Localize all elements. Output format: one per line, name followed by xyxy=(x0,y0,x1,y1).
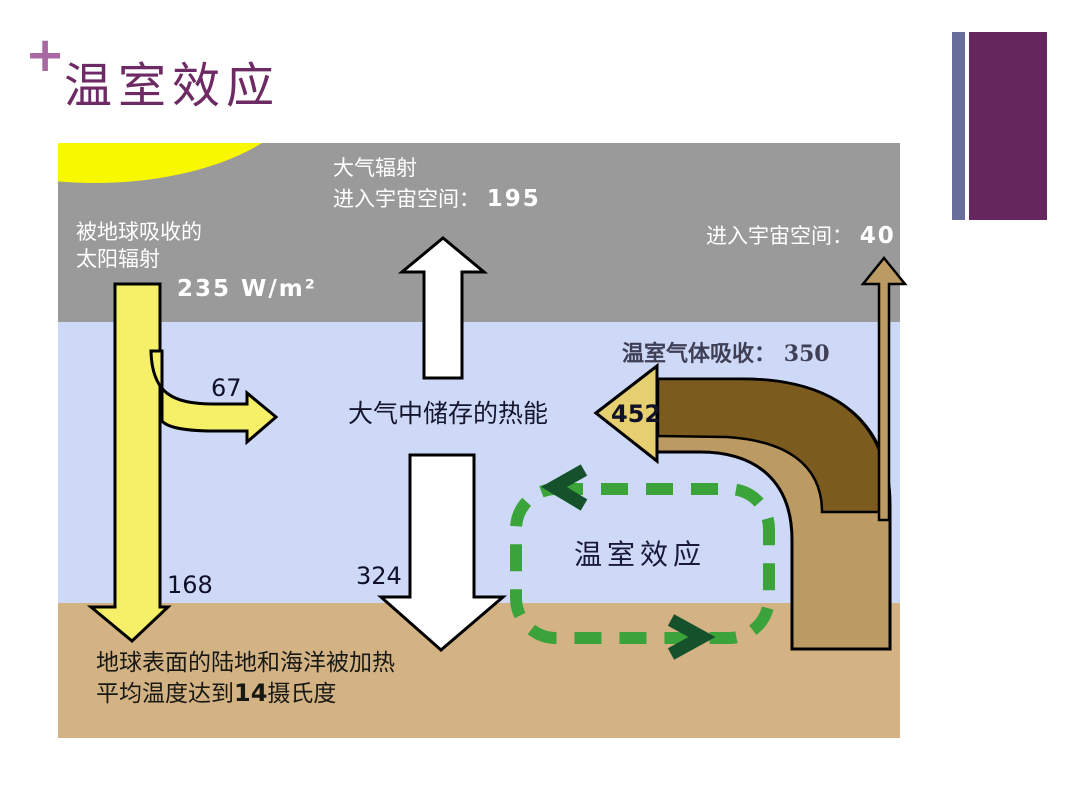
ground-caption: 地球表面的陆地和海洋被加热 平均温度达到14摄氏度 xyxy=(96,648,395,709)
down-arrow-back-radiation xyxy=(377,453,508,652)
up-arrow-atmospheric-radiation xyxy=(397,236,489,380)
solar-arrow xyxy=(86,282,172,644)
greenhouse-absorption-label: 温室气体吸收： 350 xyxy=(622,336,830,368)
reflected-branch-arrow xyxy=(149,349,279,446)
space-right-text: 进入宇宙空间： xyxy=(706,224,853,248)
absorbed-solar-value: 235 W/m² xyxy=(177,276,317,302)
atmospheric-radiation-line1: 大气辐射 xyxy=(333,156,417,180)
accent-bar-slate xyxy=(952,32,965,220)
absorbed-solar-line2: 太阳辐射 xyxy=(76,247,160,271)
greenhouse-box-label: 温室效应 xyxy=(574,538,707,571)
escape-to-space-arrow xyxy=(860,256,908,522)
space-right-value: 40 xyxy=(859,223,896,249)
space-right-label: 进入宇宙空间： 40 xyxy=(706,223,896,250)
atmospheric-radiation-value: 195 xyxy=(486,186,541,212)
loop-chevron-right-icon xyxy=(667,614,716,660)
stored-heat-label: 大气中储存的热能 xyxy=(348,399,549,428)
slide-title: 温室效应 xyxy=(64,58,281,114)
absorbed-solar-line1: 被地球吸收的 xyxy=(76,220,202,244)
atmospheric-radiation-line2: 进入宇宙空间： xyxy=(333,187,480,211)
greenhouse-absorption-value: 350 xyxy=(783,341,830,367)
ground-caption-line2: 平均温度达到14摄氏度 xyxy=(96,679,337,707)
loop-chevron-left-icon xyxy=(541,464,588,511)
ground-caption-line1: 地球表面的陆地和海洋被加热 xyxy=(96,650,395,676)
greenhouse-loop-dashed-box xyxy=(510,483,775,644)
avg-temp-value: 14 xyxy=(234,679,268,707)
sky-band xyxy=(58,143,900,322)
atmospheric-radiation-label: 大气辐射 进入宇宙空间： 195 xyxy=(333,153,541,215)
flux-value-452: 452 xyxy=(611,400,662,428)
flux-value-168: 168 xyxy=(167,571,213,599)
absorbed-solar-label: 被地球吸收的 太阳辐射 xyxy=(76,219,202,273)
greenhouse-absorption-text: 温室气体吸收： xyxy=(622,341,777,367)
flux-value-324: 324 xyxy=(356,562,402,590)
flux-value-67: 67 xyxy=(211,374,242,402)
sun-icon xyxy=(58,143,262,183)
gas-absorbed-arrowhead xyxy=(593,362,659,465)
plus-decoration: + xyxy=(25,27,66,83)
accent-bar-purple xyxy=(969,32,1047,220)
